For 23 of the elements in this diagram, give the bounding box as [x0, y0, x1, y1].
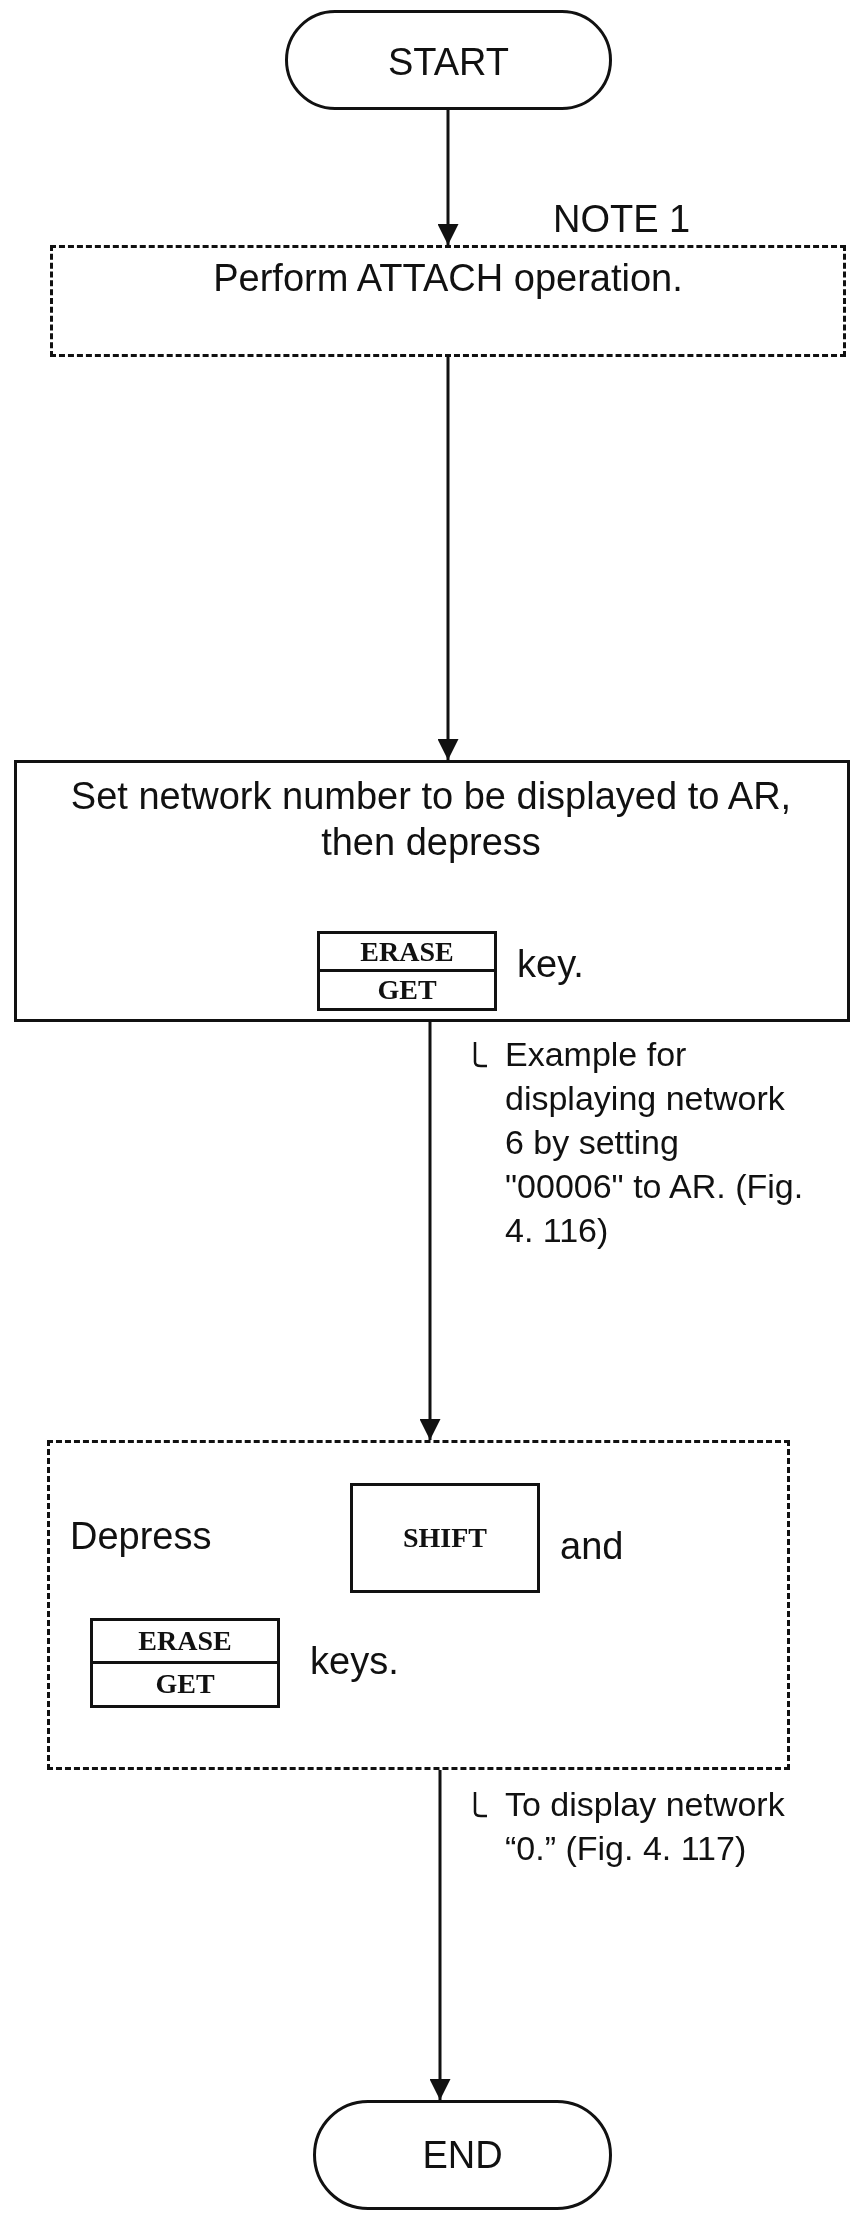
process-box: [47, 1440, 790, 1770]
keyboard-key: [350, 1483, 540, 1593]
node-text: END: [421, 2133, 504, 2178]
node-text: Perform ATTACH operation.: [212, 256, 684, 301]
keyboard-key: [90, 1618, 280, 1708]
note-label: NOTE 1: [553, 197, 691, 242]
key-label: ERASE: [359, 935, 455, 969]
node-text: START: [386, 40, 511, 85]
node-text: key.: [517, 942, 585, 987]
process-box: [14, 760, 850, 1022]
node-text: Depress: [70, 1514, 213, 1559]
key-label: GET: [320, 969, 494, 1007]
key-label: ERASE: [137, 1624, 233, 1658]
arrow: [437, 357, 459, 760]
node-text: Set network number to be displayed to AR, then depress: [69, 774, 793, 865]
keyboard-key: [317, 931, 497, 1011]
key-label: SHIFT: [402, 1521, 488, 1555]
arrow: [419, 1022, 441, 1440]
node-text: keys.: [310, 1639, 400, 1684]
key-label: GET: [93, 1661, 277, 1704]
arrow: [437, 110, 459, 245]
node-text: and: [560, 1524, 625, 1569]
arrow: [429, 1770, 451, 2100]
